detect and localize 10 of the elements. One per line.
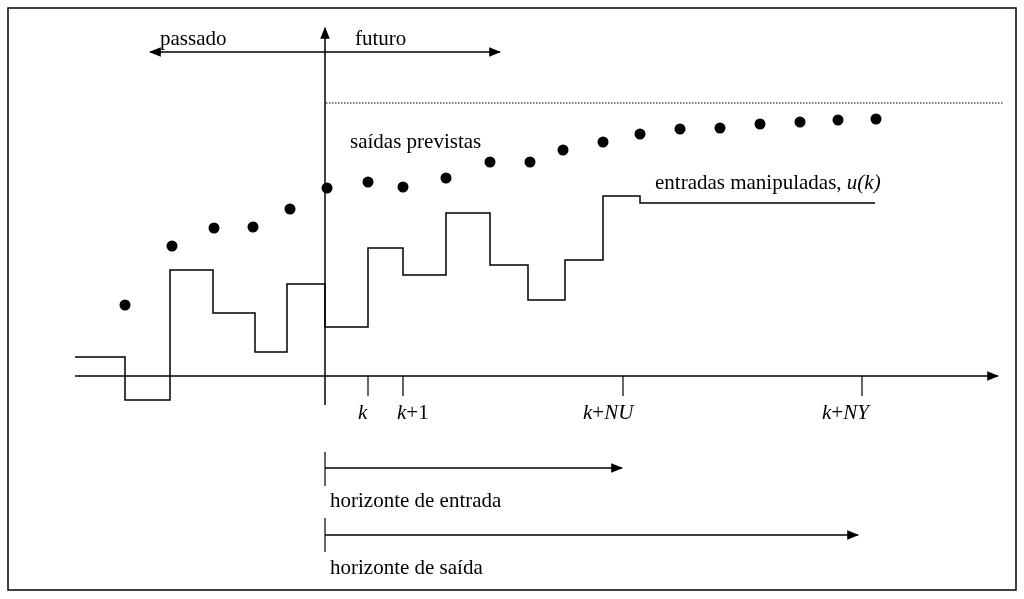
horizon-label: horizonte de entrada bbox=[330, 490, 502, 511]
tick-label: k bbox=[358, 402, 368, 423]
time-label: passado bbox=[160, 28, 227, 49]
tick-label: k+NU bbox=[583, 402, 634, 423]
curve-label: saídas previstas bbox=[350, 131, 482, 152]
curve-label: entradas manipuladas, u(k) bbox=[655, 172, 881, 193]
tick-label: k+1 bbox=[397, 402, 429, 423]
time-label: futuro bbox=[355, 28, 407, 49]
tick-label: k+NY bbox=[822, 402, 869, 423]
horizon-label: horizonte de saída bbox=[330, 557, 483, 578]
